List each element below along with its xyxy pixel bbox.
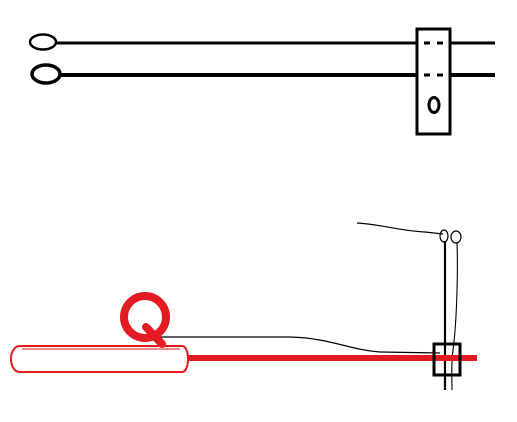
top-wire-upper-loop	[28, 33, 58, 51]
top-connector-block	[415, 27, 452, 136]
bottom-wire-loop-right	[450, 230, 462, 244]
bottom-panel	[10, 222, 477, 391]
top-connector-hole	[427, 96, 441, 114]
bottom-vertical-wire-thin	[451, 242, 458, 391]
bottom-red-sleeve	[10, 345, 189, 373]
bottom-red-q-tail	[142, 323, 166, 348]
top-wire-lower-loop	[30, 63, 62, 85]
bottom-wire-loop-left	[439, 229, 449, 243]
bottom-upper-thin-wire	[356, 222, 444, 235]
top-panel	[28, 27, 495, 136]
bottom-red-q-loop	[120, 292, 170, 342]
bottom-clamp	[432, 342, 462, 377]
bottom-thin-wire	[160, 336, 441, 354]
